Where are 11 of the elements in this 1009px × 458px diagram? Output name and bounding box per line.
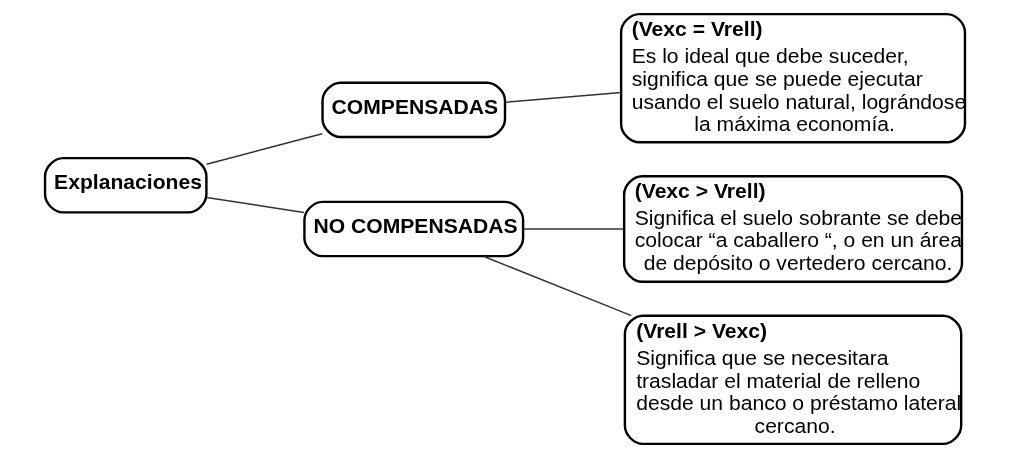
node-box: (Vexc > Vrell) Significa el suelo sobrante se debe colocar “a caballero “, o en un área de depósito o vertedero cercano. — [622, 175, 963, 283]
node-box: COMPENSADAS — [320, 81, 506, 139]
connector — [205, 196, 305, 214]
connector — [504, 91, 622, 104]
node-box: NO COMPENSADAS — [302, 200, 524, 258]
connector — [522, 228, 624, 230]
connector — [482, 255, 632, 317]
node-box: (Vexc = Vrell) Es lo ideal que debe suceder, significa que se puede ejecutar usando el suelo natural, lográndose la máxima economía. — [619, 12, 966, 144]
node-box: (Vrell > Vexc) Significa que se necesitara trasladar el material de relleno desde un banco o préstamo lateral cercano. — [623, 314, 962, 446]
node-box: Explanaciones — [43, 156, 208, 214]
connector — [205, 132, 323, 165]
